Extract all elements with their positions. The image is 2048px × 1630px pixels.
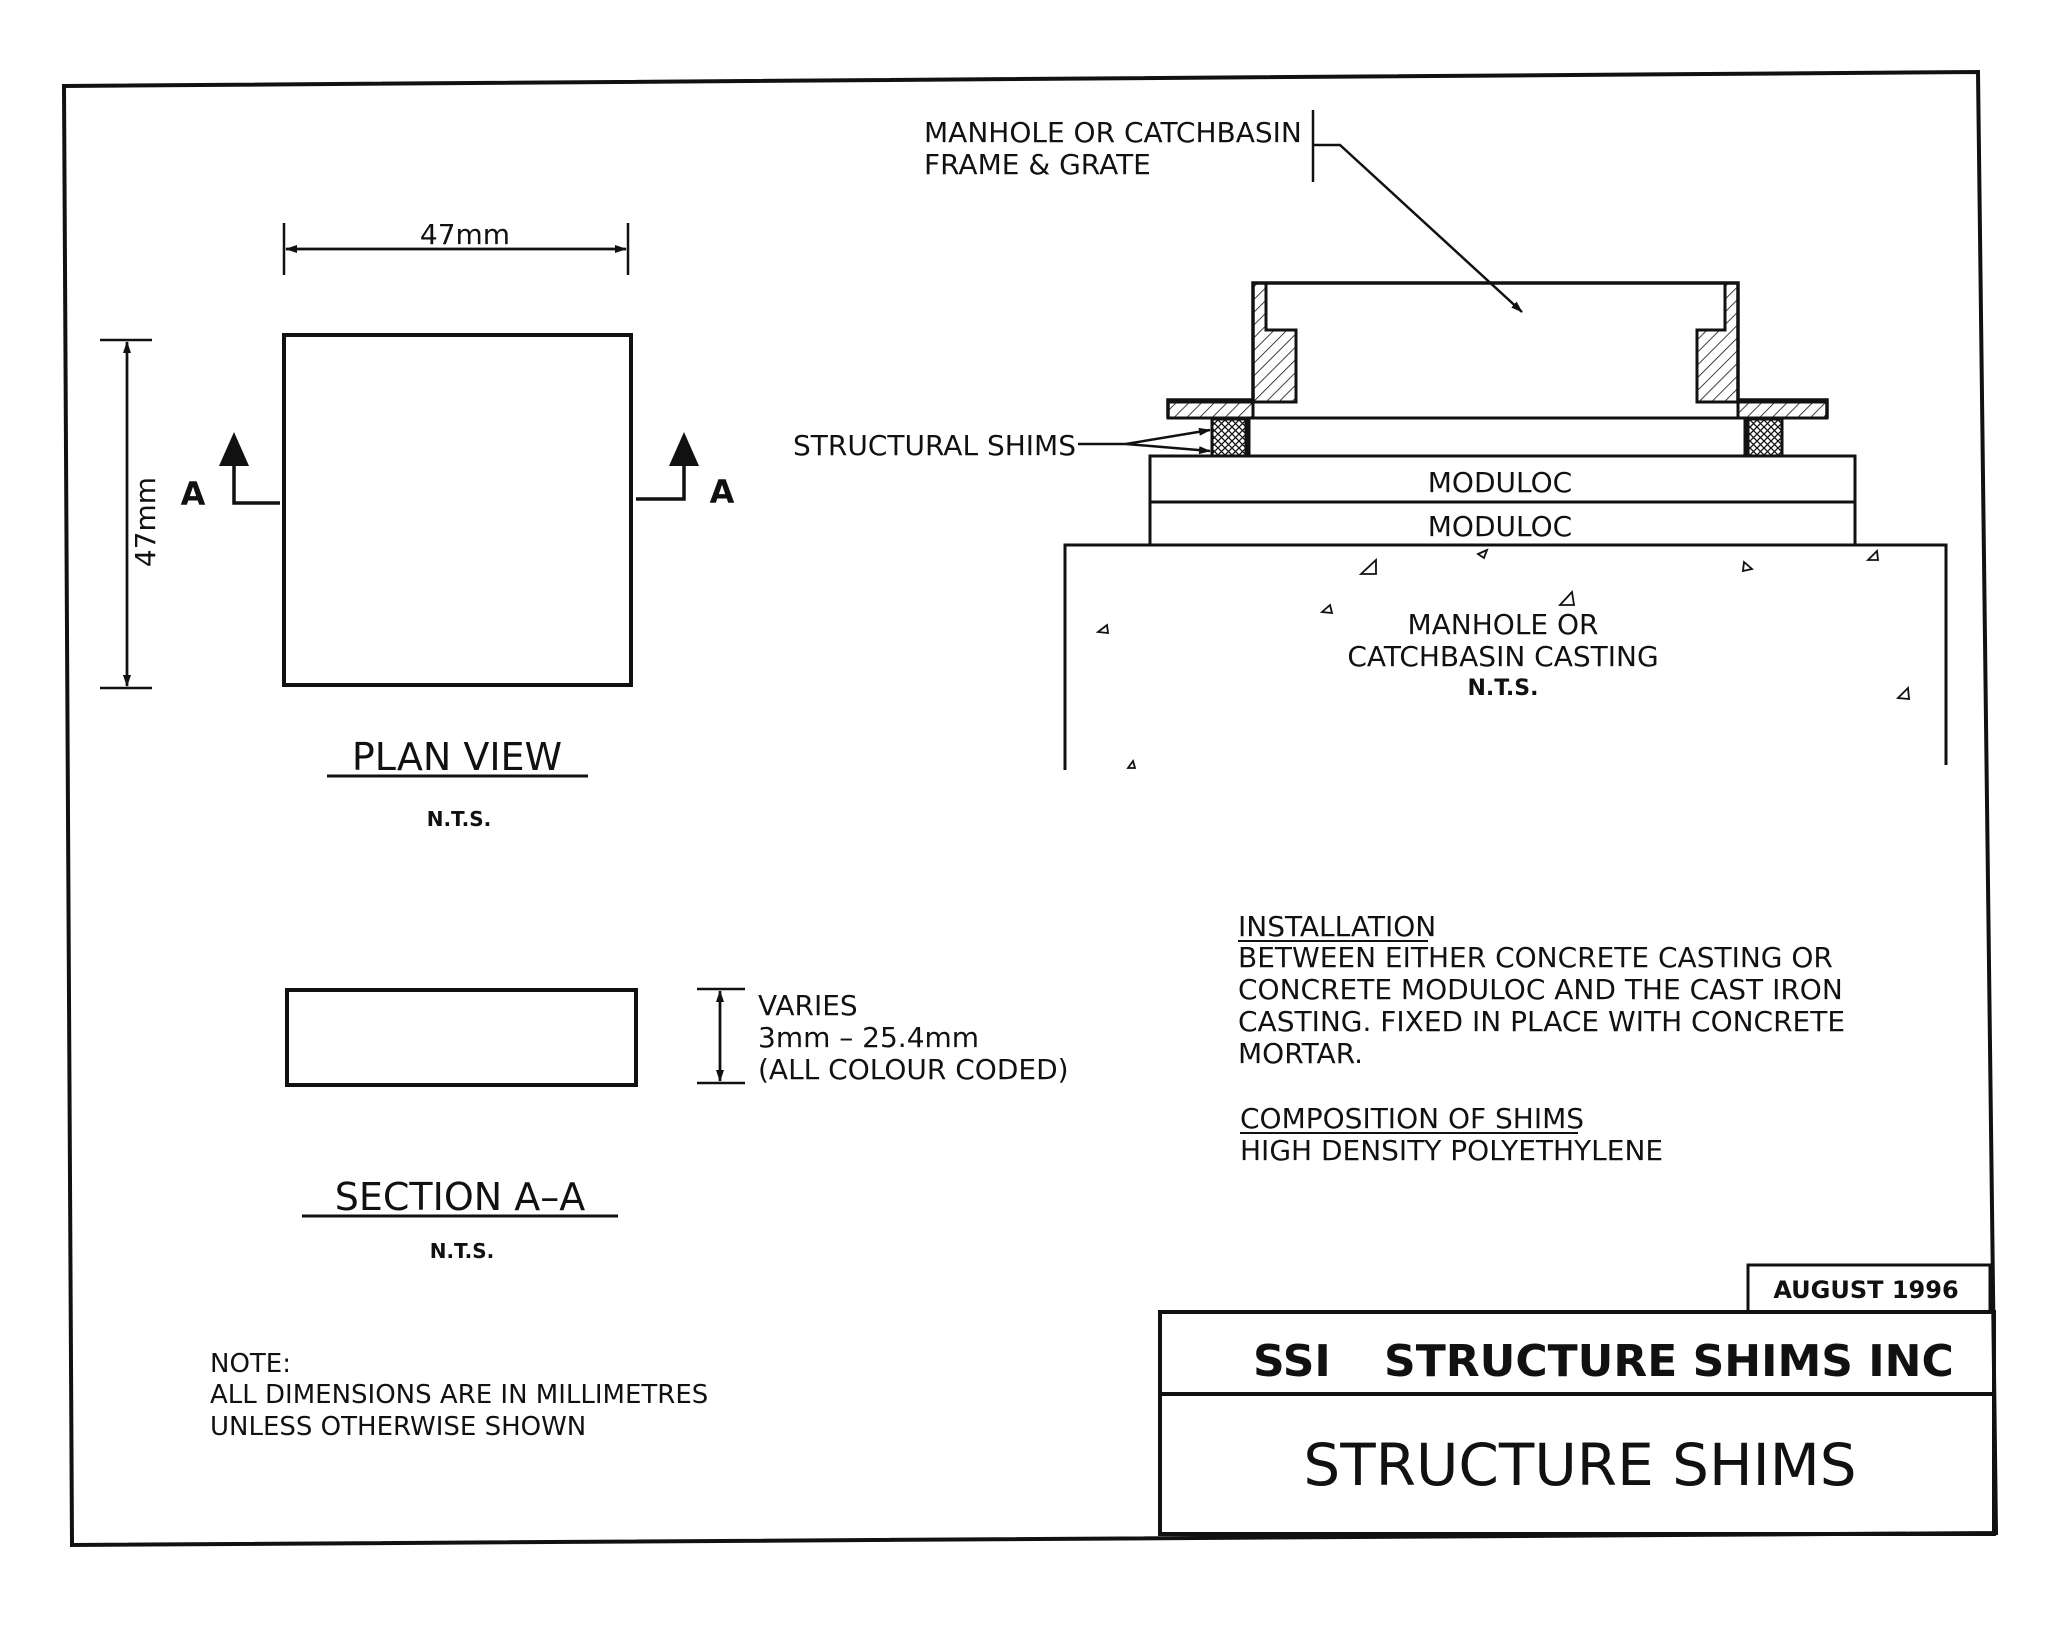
installation-line-2: CONCRETE MODULOC AND THE CAST IRON [1238, 973, 1843, 1006]
plan-view: 47mm 47mm A A PLAN VIEW N.T.S. [100, 218, 735, 831]
shims-leader [1078, 427, 1211, 446]
frame-grate-label-line2: FRAME & GRATE [924, 148, 1151, 181]
note-line-2: UNLESS OTHERWISE SHOWN [210, 1412, 586, 1442]
svg-text:A: A [710, 473, 735, 511]
structural-shims-label: STRUCTURAL SHIMS [793, 429, 1076, 462]
varies-label: VARIES [758, 989, 858, 1022]
note-line-1: ALL DIMENSIONS ARE IN MILLIMETRES [210, 1380, 708, 1410]
installation-line-1: BETWEEN EITHER CONCRETE CASTING OR [1238, 941, 1833, 974]
aggregate-marks [1095, 548, 1910, 769]
company-name: STRUCTURE SHIMS INC [1384, 1336, 1954, 1387]
general-note: NOTE: ALL DIMENSIONS ARE IN MILLIMETRES … [210, 1349, 708, 1442]
svg-text:A: A [181, 475, 206, 513]
plan-view-title: PLAN VIEW [352, 735, 562, 779]
casting-scale: N.T.S. [1468, 676, 1539, 701]
section-arrow-up-icon [669, 432, 699, 466]
frame-grate-leader [1313, 143, 1523, 313]
frame-outline [1166, 281, 1829, 418]
installation-line-4: MORTAR. [1238, 1037, 1363, 1070]
varies-note: (ALL COLOUR CODED) [758, 1053, 1069, 1086]
drawing-border [61, 69, 1999, 1548]
assembly-section: MANHOLE OR CATCHBASIN FRAME & GRATE STRU… [793, 110, 1948, 770]
casting-label-line1: MANHOLE OR [1407, 608, 1598, 641]
section-marker-right: A [636, 432, 735, 511]
section-title: SECTION A–A [335, 1175, 586, 1219]
section-scale: N.T.S. [430, 1239, 495, 1263]
note-heading: NOTE: [210, 1349, 291, 1379]
frame-right-flange [1695, 281, 1829, 420]
structural-shim-right [1746, 417, 1784, 458]
company-abbreviation: SSI [1253, 1336, 1331, 1387]
svg-text:MODULOC: MODULOC [1428, 466, 1572, 499]
installation-notes: INSTALLATION BETWEEN EITHER CONCRETE CAS… [1238, 910, 1845, 1167]
drawing-title: STRUCTURE SHIMS [1303, 1431, 1856, 1499]
casting-label-line2: CATCHBASIN CASTING [1347, 640, 1658, 673]
title-block-frame [1158, 1310, 1996, 1536]
width-dimension-label: 47mm [420, 218, 510, 251]
structural-shim-left [1210, 417, 1248, 458]
section-rectangle [285, 988, 638, 1087]
plan-view-square [282, 333, 633, 687]
drawing-date: AUGUST 1996 [1773, 1276, 1958, 1304]
installation-heading: INSTALLATION [1238, 910, 1436, 943]
svg-text:MODULOC: MODULOC [1428, 510, 1572, 543]
title-block: AUGUST 1996 SSI STRUCTURE SHIMS INC STRU… [1158, 1263, 1996, 1536]
composition-heading: COMPOSITION OF SHIMS [1240, 1102, 1584, 1135]
height-dimension-label: 47mm [129, 477, 162, 567]
casting-outline [1063, 543, 1948, 770]
composition-line: HIGH DENSITY POLYETHYLENE [1240, 1134, 1663, 1167]
plan-view-scale: N.T.S. [427, 807, 492, 831]
installation-line-3: CASTING. FIXED IN PLACE WITH CONCRETE [1238, 1005, 1845, 1038]
section-a-a: VARIES 3mm – 25.4mm (ALL COLOUR CODED) S… [285, 987, 1069, 1263]
section-arrow-up-icon [219, 432, 249, 466]
section-marker-left: A [181, 432, 280, 513]
varies-range: 3mm – 25.4mm [758, 1021, 979, 1054]
frame-left-flange [1166, 281, 1298, 420]
frame-grate-label-line1: MANHOLE OR CATCHBASIN [924, 116, 1302, 149]
